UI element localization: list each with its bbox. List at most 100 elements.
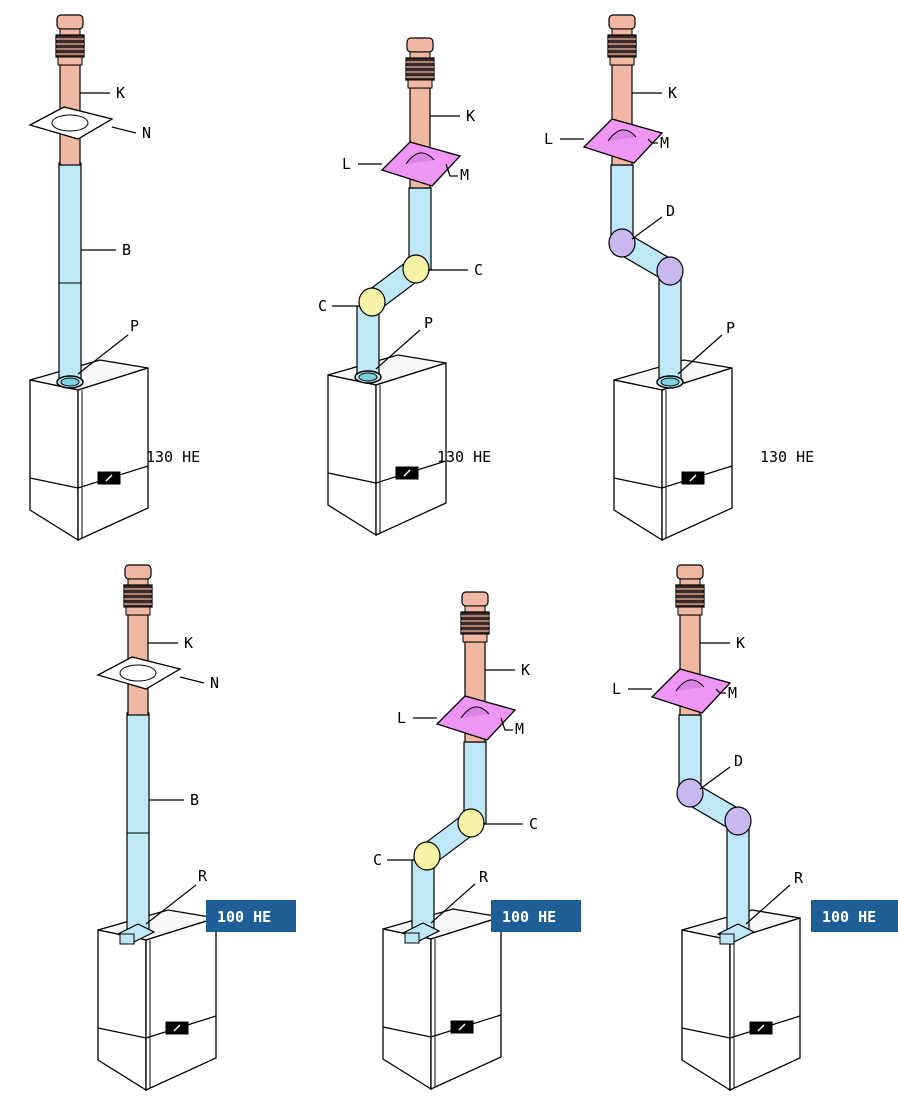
model-badge-bg (206, 900, 296, 932)
boiler-display-mark (689, 474, 697, 482)
callout-b-label: B (122, 241, 131, 259)
model-label-130-vertical-flat-roof: 130 HE (146, 448, 200, 466)
flue-pipe-lower (356, 305, 380, 378)
boiler (327, 354, 447, 537)
boiler-display-mark (173, 1024, 181, 1032)
terminal-neck (464, 605, 486, 613)
callout-d-leader (699, 766, 731, 790)
boiler-front (661, 367, 733, 542)
callout-c-upper-label: C (474, 261, 483, 279)
callout-p-label: P (130, 317, 139, 335)
callout-k-label: K (184, 634, 193, 652)
boiler (29, 359, 149, 542)
callout-k-label: K (668, 84, 677, 102)
callout-n-label: N (210, 674, 219, 692)
terminal-collar (462, 633, 488, 643)
pitched-flashing-cone (460, 706, 490, 719)
elbow-c-lower (358, 287, 386, 317)
flat-flashing-collar (119, 664, 157, 682)
boiler-front (729, 917, 801, 1092)
boiler-panel-line (681, 1015, 801, 1039)
boiler-outlet-body (719, 933, 735, 945)
flue-pipe-b (126, 712, 150, 933)
callout-k-label: K (736, 634, 745, 652)
terminal-cap (406, 37, 434, 53)
terminal-cap (461, 591, 489, 607)
pitched-roof-flashing (650, 668, 732, 714)
callout-l-label: L (544, 130, 553, 148)
callout-m-label: M (660, 134, 669, 152)
callout-m-leader (445, 163, 458, 177)
elbow-c-lower (413, 841, 441, 871)
callout-r-label: R (479, 868, 489, 886)
flue-terminal (405, 37, 435, 89)
flue-pipe-b (58, 162, 82, 383)
pitched-flashing-cone (405, 152, 435, 165)
callout-m-label: M (728, 684, 737, 702)
elbow-d-upper (676, 778, 704, 808)
boiler-display-mark (403, 469, 411, 477)
boiler-display-mark (458, 1023, 466, 1031)
pitched-flashing-plate (435, 695, 517, 741)
boiler-side (97, 929, 147, 1092)
callout-n-leader (111, 126, 137, 134)
terminal-neck (127, 578, 149, 586)
boiler-outlet-body (119, 933, 135, 945)
callout-k-label: K (521, 661, 530, 679)
callout-d-label: D (666, 202, 675, 220)
boiler-front (430, 916, 502, 1091)
elbow-d-upper (608, 228, 636, 258)
callout-r-label: R (198, 867, 208, 885)
elbow-c-upper (402, 254, 430, 284)
callout-b-label: B (190, 791, 199, 809)
boiler-front (77, 367, 149, 542)
callout-p-leader (677, 334, 723, 375)
callout-m-leader (715, 688, 726, 694)
model-badge-100-offset-pitched-roof-d: 100 HE (822, 908, 876, 926)
flue-terminal (55, 14, 85, 66)
terminal-neck (611, 28, 633, 36)
boiler-outlet-inner (660, 377, 680, 387)
callout-l-label: L (342, 155, 351, 173)
callout-p-label: P (424, 314, 433, 332)
callout-p-leader (375, 329, 421, 370)
callout-k-label: K (116, 84, 125, 102)
pitched-roof-flashing (380, 141, 462, 187)
model-badge-bg (811, 900, 898, 932)
flue-terminal (607, 14, 637, 66)
callout-r-leader (745, 884, 791, 925)
callout-l-label: L (397, 709, 406, 727)
boiler-display-mark (757, 1024, 765, 1032)
flue-pipe-lower (411, 859, 435, 932)
callout-n-leader (179, 676, 205, 684)
callout-r-leader (430, 883, 476, 924)
terminal-collar (125, 606, 151, 616)
terminal-cap (608, 14, 636, 30)
callout-m-leader (647, 138, 658, 144)
elbow-d-lower (724, 806, 752, 836)
callout-c-upper-label: C (529, 815, 538, 833)
flue-pipe-lower (658, 272, 682, 383)
pitched-flashing-cone (675, 679, 705, 692)
callout-m-label: M (515, 720, 524, 738)
boiler-panel-line (97, 1015, 217, 1039)
boiler (613, 359, 733, 542)
boiler-side (382, 928, 432, 1091)
terminal-cap (124, 564, 152, 580)
model-badge-100-vertical-flat-roof: 100 HE (217, 908, 271, 926)
callout-c-lower-label: C (318, 297, 327, 315)
model-badge-bg (491, 900, 581, 932)
callout-l-label: L (612, 680, 621, 698)
pitched-flashing-cone (607, 129, 637, 142)
callout-r-leader (145, 884, 197, 925)
pitched-flashing-plate (650, 668, 732, 714)
terminal-cap (676, 564, 704, 580)
boiler-side (327, 374, 377, 537)
callout-r-label: R (794, 869, 804, 887)
callout-n-label: N (142, 124, 151, 142)
boiler-panel-line (327, 460, 447, 484)
boiler-front (375, 362, 447, 537)
